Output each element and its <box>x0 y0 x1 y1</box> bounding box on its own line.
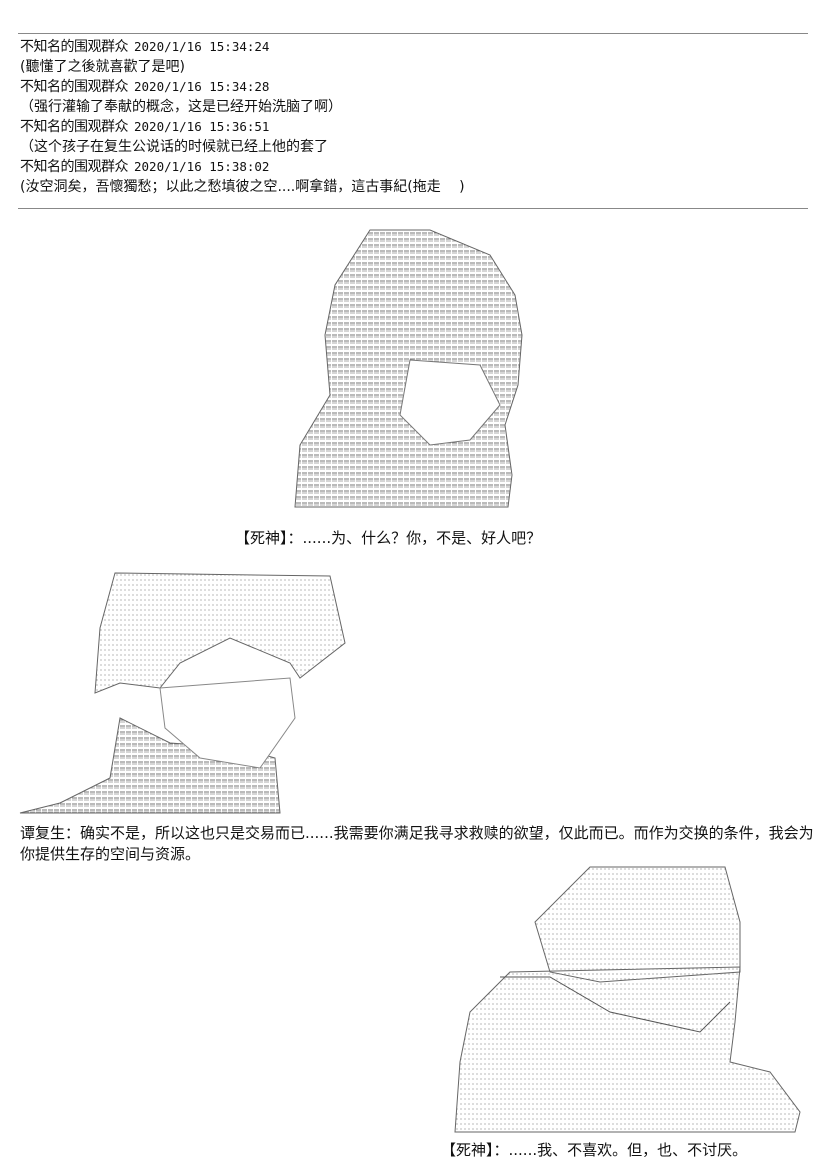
comment-text: (汝空洞矣，吾懷獨愁；以此之愁填彼之空....啊拿錯，這古事紀(拖走 ) <box>20 178 465 195</box>
body-silhouette <box>454 966 801 1133</box>
comment-text: （强行灌输了奉献的概念，这是已经开始洗脑了啊） <box>20 98 342 115</box>
comment-text: （这个孩子在复生公说话的时候就已经上他的套了 <box>20 138 328 155</box>
face-outline <box>159 677 296 769</box>
bottom-divider <box>18 208 808 209</box>
face-area <box>399 359 501 446</box>
ascii-art-death-sitting <box>454 866 801 1133</box>
ascii-art-boy <box>19 572 346 814</box>
arm-detail <box>500 976 731 1033</box>
dialogue-death-2: 【死神】：......我、不喜欢。但，也、不讨厌。 <box>441 1141 748 1159</box>
comment-text: (聽懂了之後就喜歡了是吧) <box>20 58 185 75</box>
hair-silhouette <box>534 866 741 983</box>
dialogue-death-1: 【死神】：......为、什么？你，不是、好人吧？ <box>235 529 542 547</box>
hair-silhouette <box>94 572 346 694</box>
dialogue-tan-fusheng: 谭复生：确实不是，所以这也只是交易而已......我需要你满足我寻求救赎的欲望，… <box>20 824 814 863</box>
top-divider <box>18 33 808 34</box>
ascii-art-hooded-figure <box>294 229 523 508</box>
